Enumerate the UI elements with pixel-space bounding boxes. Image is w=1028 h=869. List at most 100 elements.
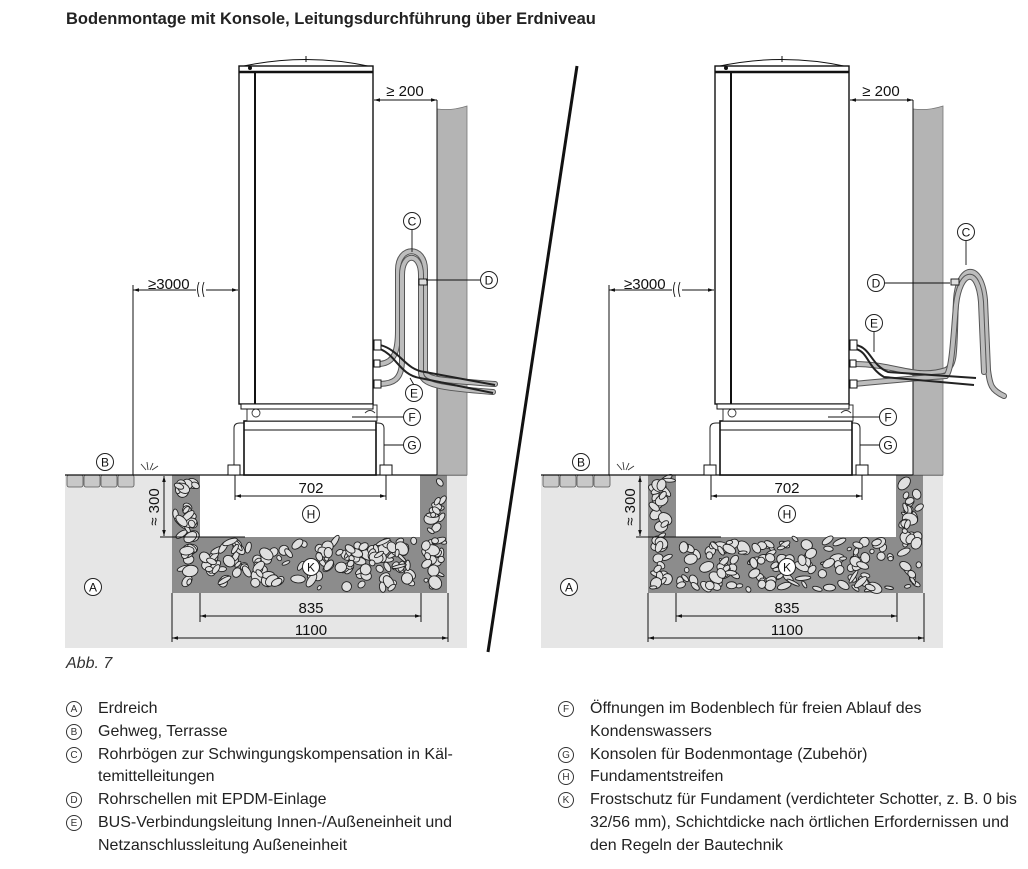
leader-line — [409, 377, 415, 386]
unit-bottom — [240, 403, 374, 410]
callout-badge: K — [558, 792, 574, 809]
gravel-stone — [856, 561, 870, 570]
dimension-label: 835 — [774, 600, 799, 617]
paving-stone — [83, 474, 101, 488]
gravel-stone — [175, 514, 188, 527]
gravel-stone — [186, 578, 193, 586]
gravel-stone — [182, 506, 190, 514]
gravel-stone — [876, 551, 886, 561]
gravel-stone — [661, 553, 673, 561]
callout-k: K — [778, 558, 796, 576]
callout-f: F — [403, 408, 421, 426]
gravel-stone — [725, 581, 738, 590]
gravel-stone — [887, 556, 894, 562]
gravel-stone — [839, 556, 848, 561]
figure-label: Abb. 7 — [66, 655, 113, 672]
gravel-stone — [346, 559, 355, 568]
gravel-stone — [421, 540, 431, 551]
gravel-stone — [729, 554, 739, 565]
gravel-stone — [904, 519, 911, 530]
callout-letter: K — [307, 560, 315, 574]
gravel-stone — [424, 552, 432, 561]
gravel-stone — [244, 541, 252, 554]
gravel-stone — [211, 564, 221, 575]
callout-letter: H — [783, 507, 792, 521]
callout-circle — [879, 436, 897, 454]
gravel-stone — [807, 564, 817, 575]
gravel-stone — [323, 559, 334, 572]
gravel-stone — [359, 563, 372, 576]
gravel-stone — [776, 545, 786, 551]
gravel-stone — [737, 550, 748, 555]
callout-a: A — [84, 578, 102, 596]
legend-text: Rohrbögen zur Schwingungskompensation in… — [98, 745, 453, 786]
gravel-stone — [786, 578, 800, 587]
gravel-stone — [341, 581, 352, 592]
dimension-label: ≈ 300 — [146, 488, 163, 525]
console-body — [719, 420, 853, 476]
connector — [849, 379, 858, 389]
gravel-stone — [699, 561, 715, 573]
dimension-label: ≥ 200 — [386, 83, 423, 100]
callout-letter: F — [884, 410, 891, 424]
foot-nut-right — [379, 464, 393, 476]
frost-protection-left — [172, 475, 200, 593]
gravel-stone — [751, 542, 762, 554]
foot-nut-right — [855, 464, 869, 476]
gravel-stone — [348, 555, 355, 562]
gravel-stone — [835, 565, 845, 575]
callout-letter: B — [577, 455, 585, 469]
dimension-label: 1100 — [295, 622, 327, 639]
gravel-stone — [869, 548, 875, 555]
gravel-stone — [864, 583, 876, 592]
gravel-stone — [323, 546, 333, 559]
refrigerant-pipe — [376, 249, 497, 386]
gravel-stone — [649, 585, 658, 590]
gravel-stone — [791, 535, 799, 542]
callout-letter: E — [870, 316, 878, 330]
gravel-stone — [375, 537, 391, 547]
bus-cable — [379, 348, 494, 394]
gravel-stone — [904, 497, 915, 505]
gravel-stone — [705, 551, 713, 560]
gravel-stone — [823, 545, 834, 552]
callout-circle — [480, 271, 498, 289]
gravel-stone — [658, 490, 667, 500]
drain-opening — [840, 410, 852, 414]
callout-k: K — [302, 558, 320, 576]
connector — [373, 359, 381, 368]
gravel-stone — [801, 580, 808, 589]
gravel-stone — [426, 527, 435, 535]
callout-circle — [302, 505, 320, 523]
dimension-label: 1100 — [771, 622, 803, 639]
callout-d: D — [480, 271, 498, 289]
gravel-stone — [832, 537, 847, 547]
gravel-stone — [375, 564, 384, 573]
drain-opening — [364, 410, 376, 414]
console-body — [243, 420, 377, 476]
callout-letter: D — [872, 276, 881, 290]
gravel-stone — [276, 555, 283, 562]
connector — [373, 379, 382, 389]
gravel-stone — [270, 577, 283, 587]
callout-letter: C — [962, 225, 971, 239]
connector — [849, 339, 858, 351]
gravel-stone — [653, 564, 662, 573]
gravel-stone — [902, 491, 910, 500]
gravel-stone — [179, 546, 195, 556]
gravel-stone — [187, 519, 196, 529]
frost-protection-right — [420, 475, 448, 593]
gravel-stone — [335, 548, 344, 556]
gravel-stone — [291, 538, 304, 550]
pipe-clamp — [418, 278, 428, 286]
gravel-stone — [804, 547, 817, 559]
refrigerant-pipe — [376, 255, 495, 394]
callout-circle — [302, 558, 320, 576]
pavement — [542, 474, 611, 488]
callout-d: D — [867, 274, 885, 292]
